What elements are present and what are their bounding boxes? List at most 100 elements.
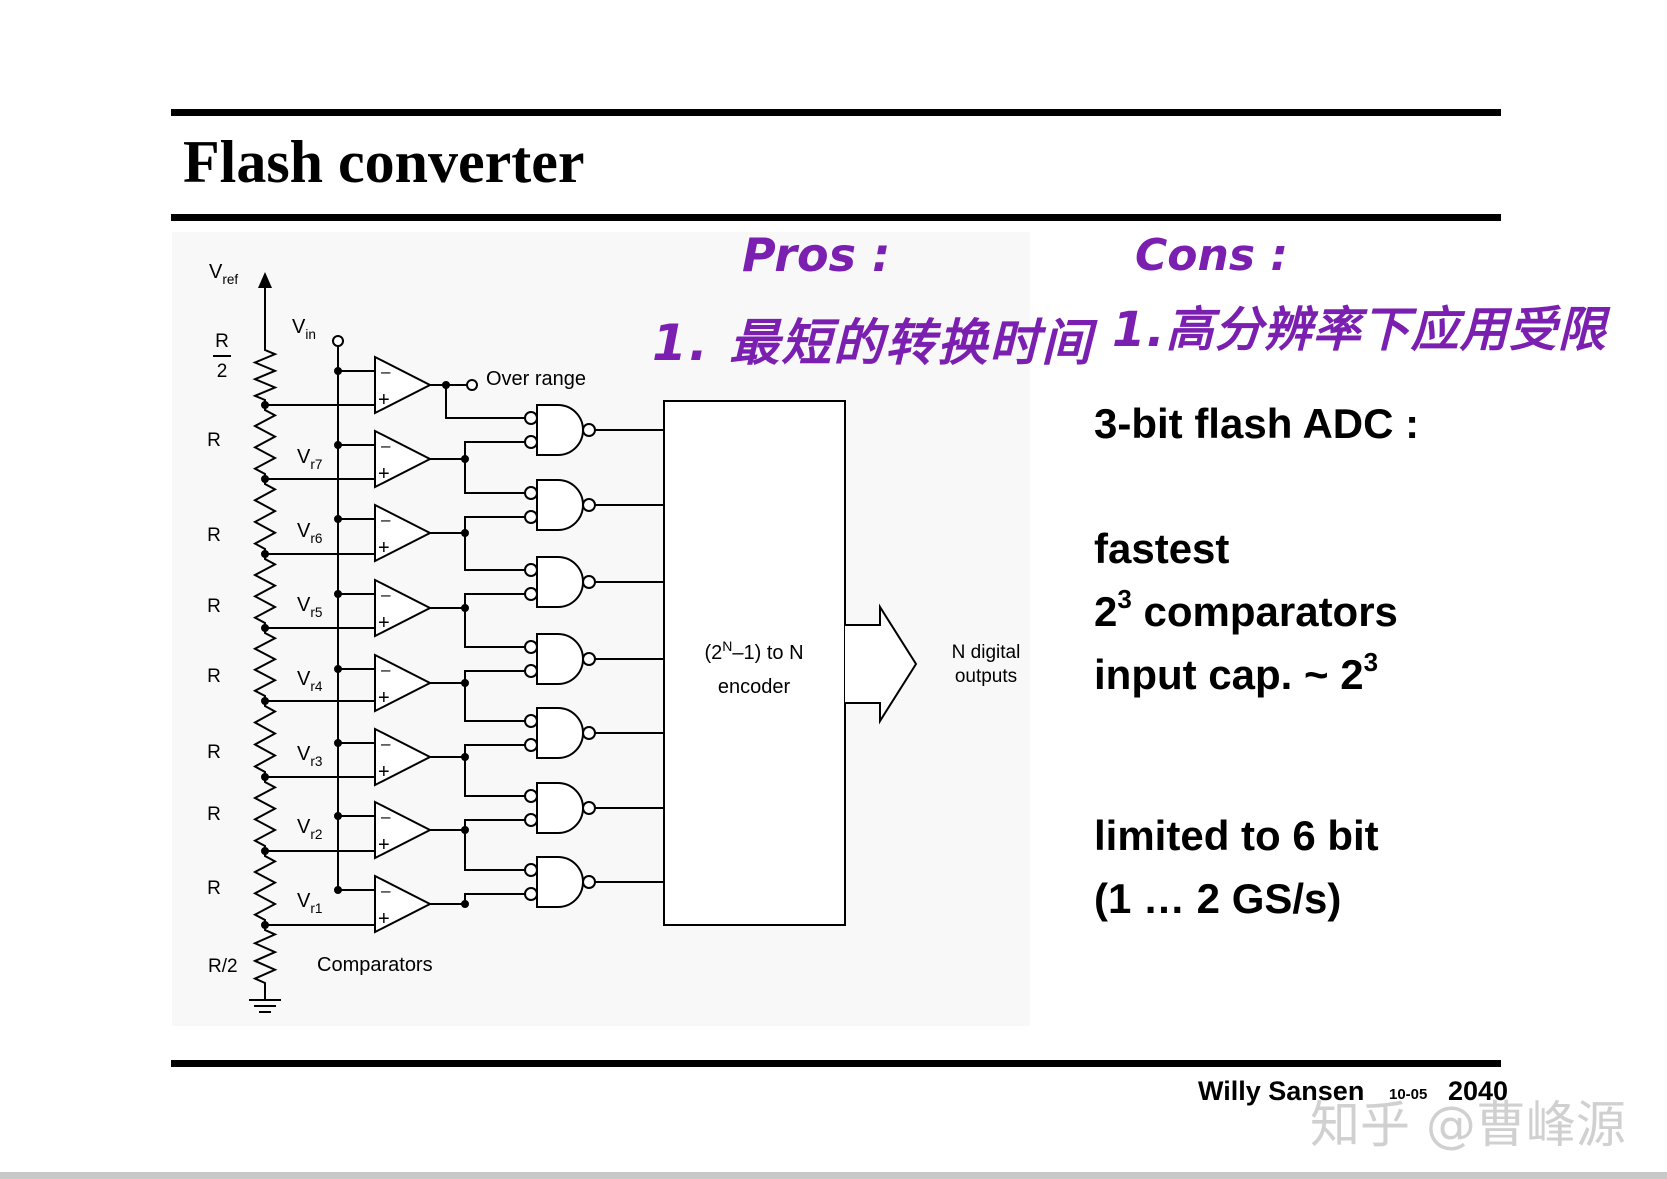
tap-label-1: Vr6 bbox=[297, 520, 322, 546]
comparator-7 bbox=[374, 874, 433, 934]
gate-in-wire-a-1 bbox=[464, 459, 525, 494]
gate-1 bbox=[536, 479, 584, 531]
r-label-0: R bbox=[207, 430, 221, 451]
r-label-2: R bbox=[207, 596, 221, 617]
gate-0 bbox=[536, 404, 584, 456]
gate-in-bubble-a-0 bbox=[524, 411, 538, 425]
gate-in-wire-b-5 bbox=[464, 819, 525, 830]
pros-item: 1. 最短的转换时间 bbox=[652, 314, 1094, 372]
comparator-minus-sign-4: – bbox=[381, 660, 391, 679]
vin-bus-dot-4 bbox=[334, 665, 342, 673]
resistor-5 bbox=[252, 777, 278, 851]
gate-in-wire-b-3 bbox=[464, 670, 525, 683]
footer-author: Willy Sansen bbox=[1198, 1076, 1365, 1106]
gate-in-wire-b-2 bbox=[464, 593, 525, 608]
output-arrow bbox=[845, 603, 918, 725]
comparator-4 bbox=[374, 653, 433, 713]
comparators-label: Comparators bbox=[317, 954, 433, 976]
outputs-label-2: outputs bbox=[955, 666, 1017, 687]
top-rule bbox=[171, 109, 1501, 116]
gate-in-bubble-b-3 bbox=[524, 664, 538, 678]
gate-out-bubble-2 bbox=[582, 575, 596, 589]
ladder-dot-1 bbox=[261, 475, 269, 483]
gate-2 bbox=[536, 556, 584, 608]
comparator-5 bbox=[374, 727, 433, 787]
tap-label-4: Vr3 bbox=[297, 743, 322, 769]
comparator-minus-sign-1: – bbox=[381, 436, 391, 455]
comparators-exp: 3 bbox=[1117, 584, 1132, 614]
vin-bus-dot-1 bbox=[334, 441, 342, 449]
resistor-top-half bbox=[252, 345, 278, 405]
gate-in-bubble-a-4 bbox=[524, 714, 538, 728]
r-half-bottom-label: R/2 bbox=[208, 956, 238, 977]
comparator-plus-sign-2: + bbox=[378, 537, 390, 559]
page-bottom-edge bbox=[0, 1172, 1667, 1179]
vin-bus-dot-3 bbox=[334, 590, 342, 598]
encoder-label-1: (2N–1) to N bbox=[704, 638, 803, 664]
note-limited: limited to 6 bit bbox=[1094, 812, 1379, 859]
gate-out-bubble-3 bbox=[582, 652, 596, 666]
over-range-label: Over range bbox=[486, 368, 586, 390]
ladder-dot-4 bbox=[261, 697, 269, 705]
watermark: 知乎 @曹峰源 bbox=[1310, 1096, 1626, 1154]
resistor-0 bbox=[252, 405, 278, 479]
footer-rule bbox=[171, 1060, 1501, 1067]
vin-bus-dot-5 bbox=[334, 739, 342, 747]
vref-arrow bbox=[258, 272, 272, 288]
tap-label-6: Vr1 bbox=[297, 890, 322, 916]
r-label-3: R bbox=[207, 666, 221, 687]
footer-year: 2040 bbox=[1448, 1076, 1509, 1106]
vin-bus-dot-2 bbox=[334, 515, 342, 523]
pros-title: Pros : bbox=[742, 228, 891, 282]
note-comparators: 23 comparators bbox=[1094, 586, 1398, 635]
comparator-plus-sign-7: + bbox=[378, 908, 390, 930]
resistor-3 bbox=[252, 628, 278, 701]
comparator-minus-sign-5: – bbox=[381, 734, 391, 753]
note-speed: (1 … 2 GS/s) bbox=[1094, 875, 1342, 922]
resistor-bottom-half bbox=[252, 925, 278, 988]
gate-in-wire-a-3 bbox=[464, 608, 525, 648]
note-heading: 3-bit flash ADC : bbox=[1094, 400, 1420, 447]
r-label-5: R bbox=[207, 804, 221, 825]
cons-title: Cons : bbox=[1135, 230, 1288, 281]
comparators-text: comparators bbox=[1131, 588, 1398, 635]
gate-3 bbox=[536, 633, 584, 685]
gate-in-bubble-b-0 bbox=[524, 435, 538, 449]
tap-label-5: Vr2 bbox=[297, 816, 322, 842]
vin-bus-dot-7 bbox=[334, 886, 342, 894]
gate-6 bbox=[536, 856, 584, 908]
slide-title: Flash converter bbox=[183, 129, 585, 195]
comparator-minus-sign-2: – bbox=[381, 510, 391, 529]
title-underline-rule bbox=[171, 214, 1501, 221]
gate-in-bubble-b-4 bbox=[524, 738, 538, 752]
comparator-3 bbox=[374, 578, 433, 638]
comparator-minus-sign-6: – bbox=[381, 807, 391, 826]
r-label-1: R bbox=[207, 525, 221, 546]
ladder-dot-3 bbox=[261, 624, 269, 632]
gate-in-bubble-b-2 bbox=[524, 587, 538, 601]
ladder-dot-2 bbox=[261, 550, 269, 558]
comparator-0 bbox=[374, 355, 433, 415]
gate-in-bubble-a-3 bbox=[524, 640, 538, 654]
r-label-6: R bbox=[207, 878, 221, 899]
gate-5 bbox=[536, 782, 584, 834]
input-cap-text: input cap. ~ 2 bbox=[1094, 651, 1364, 698]
gate-in-bubble-a-6 bbox=[524, 863, 538, 877]
resistor-6 bbox=[252, 851, 278, 925]
vref-label: Vref bbox=[209, 261, 238, 287]
footer-date: 10-05 bbox=[1389, 1086, 1428, 1103]
gate-in-bubble-a-1 bbox=[524, 486, 538, 500]
encoder-box bbox=[663, 400, 846, 926]
encoder-label-2: encoder bbox=[718, 676, 791, 698]
input-cap-exp: 3 bbox=[1363, 647, 1379, 677]
comparator-2 bbox=[374, 503, 433, 563]
gate-in-wire-a-4 bbox=[464, 683, 525, 722]
resistor-2 bbox=[252, 554, 278, 628]
tap-label-2: Vr5 bbox=[297, 594, 322, 620]
vin-label: Vin bbox=[292, 316, 316, 342]
ladder-dot-0 bbox=[261, 401, 269, 409]
note-fastest: fastest bbox=[1094, 525, 1230, 572]
gate-in-wire-a-6 bbox=[464, 830, 525, 871]
vin-bus-dot-6 bbox=[334, 812, 342, 820]
